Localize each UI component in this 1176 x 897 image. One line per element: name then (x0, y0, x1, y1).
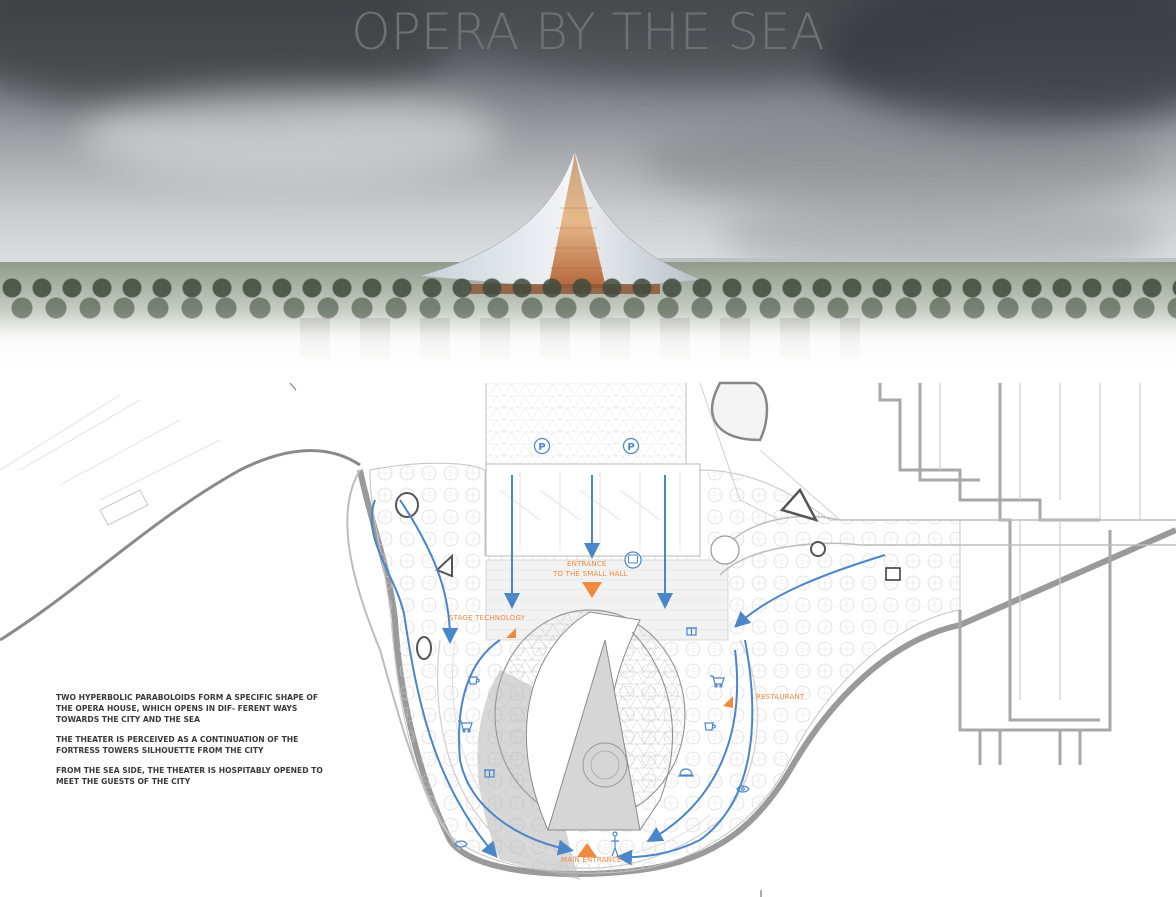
cart-icon (458, 720, 473, 733)
page-title: OPERA BY THE SEA (351, 3, 825, 61)
restaurant-label: RESTAURANT (756, 693, 805, 701)
opera-house-plan (494, 609, 686, 831)
coffee-icon (704, 722, 716, 731)
fog (0, 330, 1176, 365)
project-description: TWO HYPERBOLIC PARABOLOIDS FORM A SPECIF… (56, 692, 326, 796)
svg-text:P: P (538, 442, 545, 453)
main-entrance-label: MAIN ENTRANCE (561, 856, 622, 864)
svg-text:P: P (627, 442, 634, 453)
entrance-small-hall-label: TO THE SMALL HALL (553, 570, 628, 578)
tree-row (0, 292, 1176, 328)
hero-render: OPERA BY THE SEA (0, 0, 1176, 365)
description-paragraph: THE THEATER IS PERCEIVED AS A CONTINUATI… (56, 735, 299, 755)
description-paragraph: FROM THE SEA SIDE, THE THEATER IS HOSPIT… (56, 766, 323, 786)
entrance-small-hall-label: ENTRANCE (567, 560, 607, 568)
gift-icon (686, 627, 697, 636)
coffee-icon (468, 676, 480, 685)
parking-icon: P (533, 437, 551, 455)
description-paragraph: TWO HYPERBOLIC PARABOLOIDS FORM A SPECIF… (56, 693, 319, 724)
gift-icon (484, 769, 495, 778)
eye-icon (736, 785, 750, 793)
walking-person-icon (611, 831, 619, 857)
parking-icon: P (622, 437, 640, 455)
stage-technology-label: STAGE TECHNOLOGY (449, 614, 526, 622)
site-plan: P P (0, 381, 1176, 897)
cloud (80, 90, 500, 180)
bus-icon (624, 551, 642, 569)
cart-icon (710, 675, 725, 688)
eye-icon (454, 840, 468, 848)
cloche-icon (678, 768, 694, 777)
